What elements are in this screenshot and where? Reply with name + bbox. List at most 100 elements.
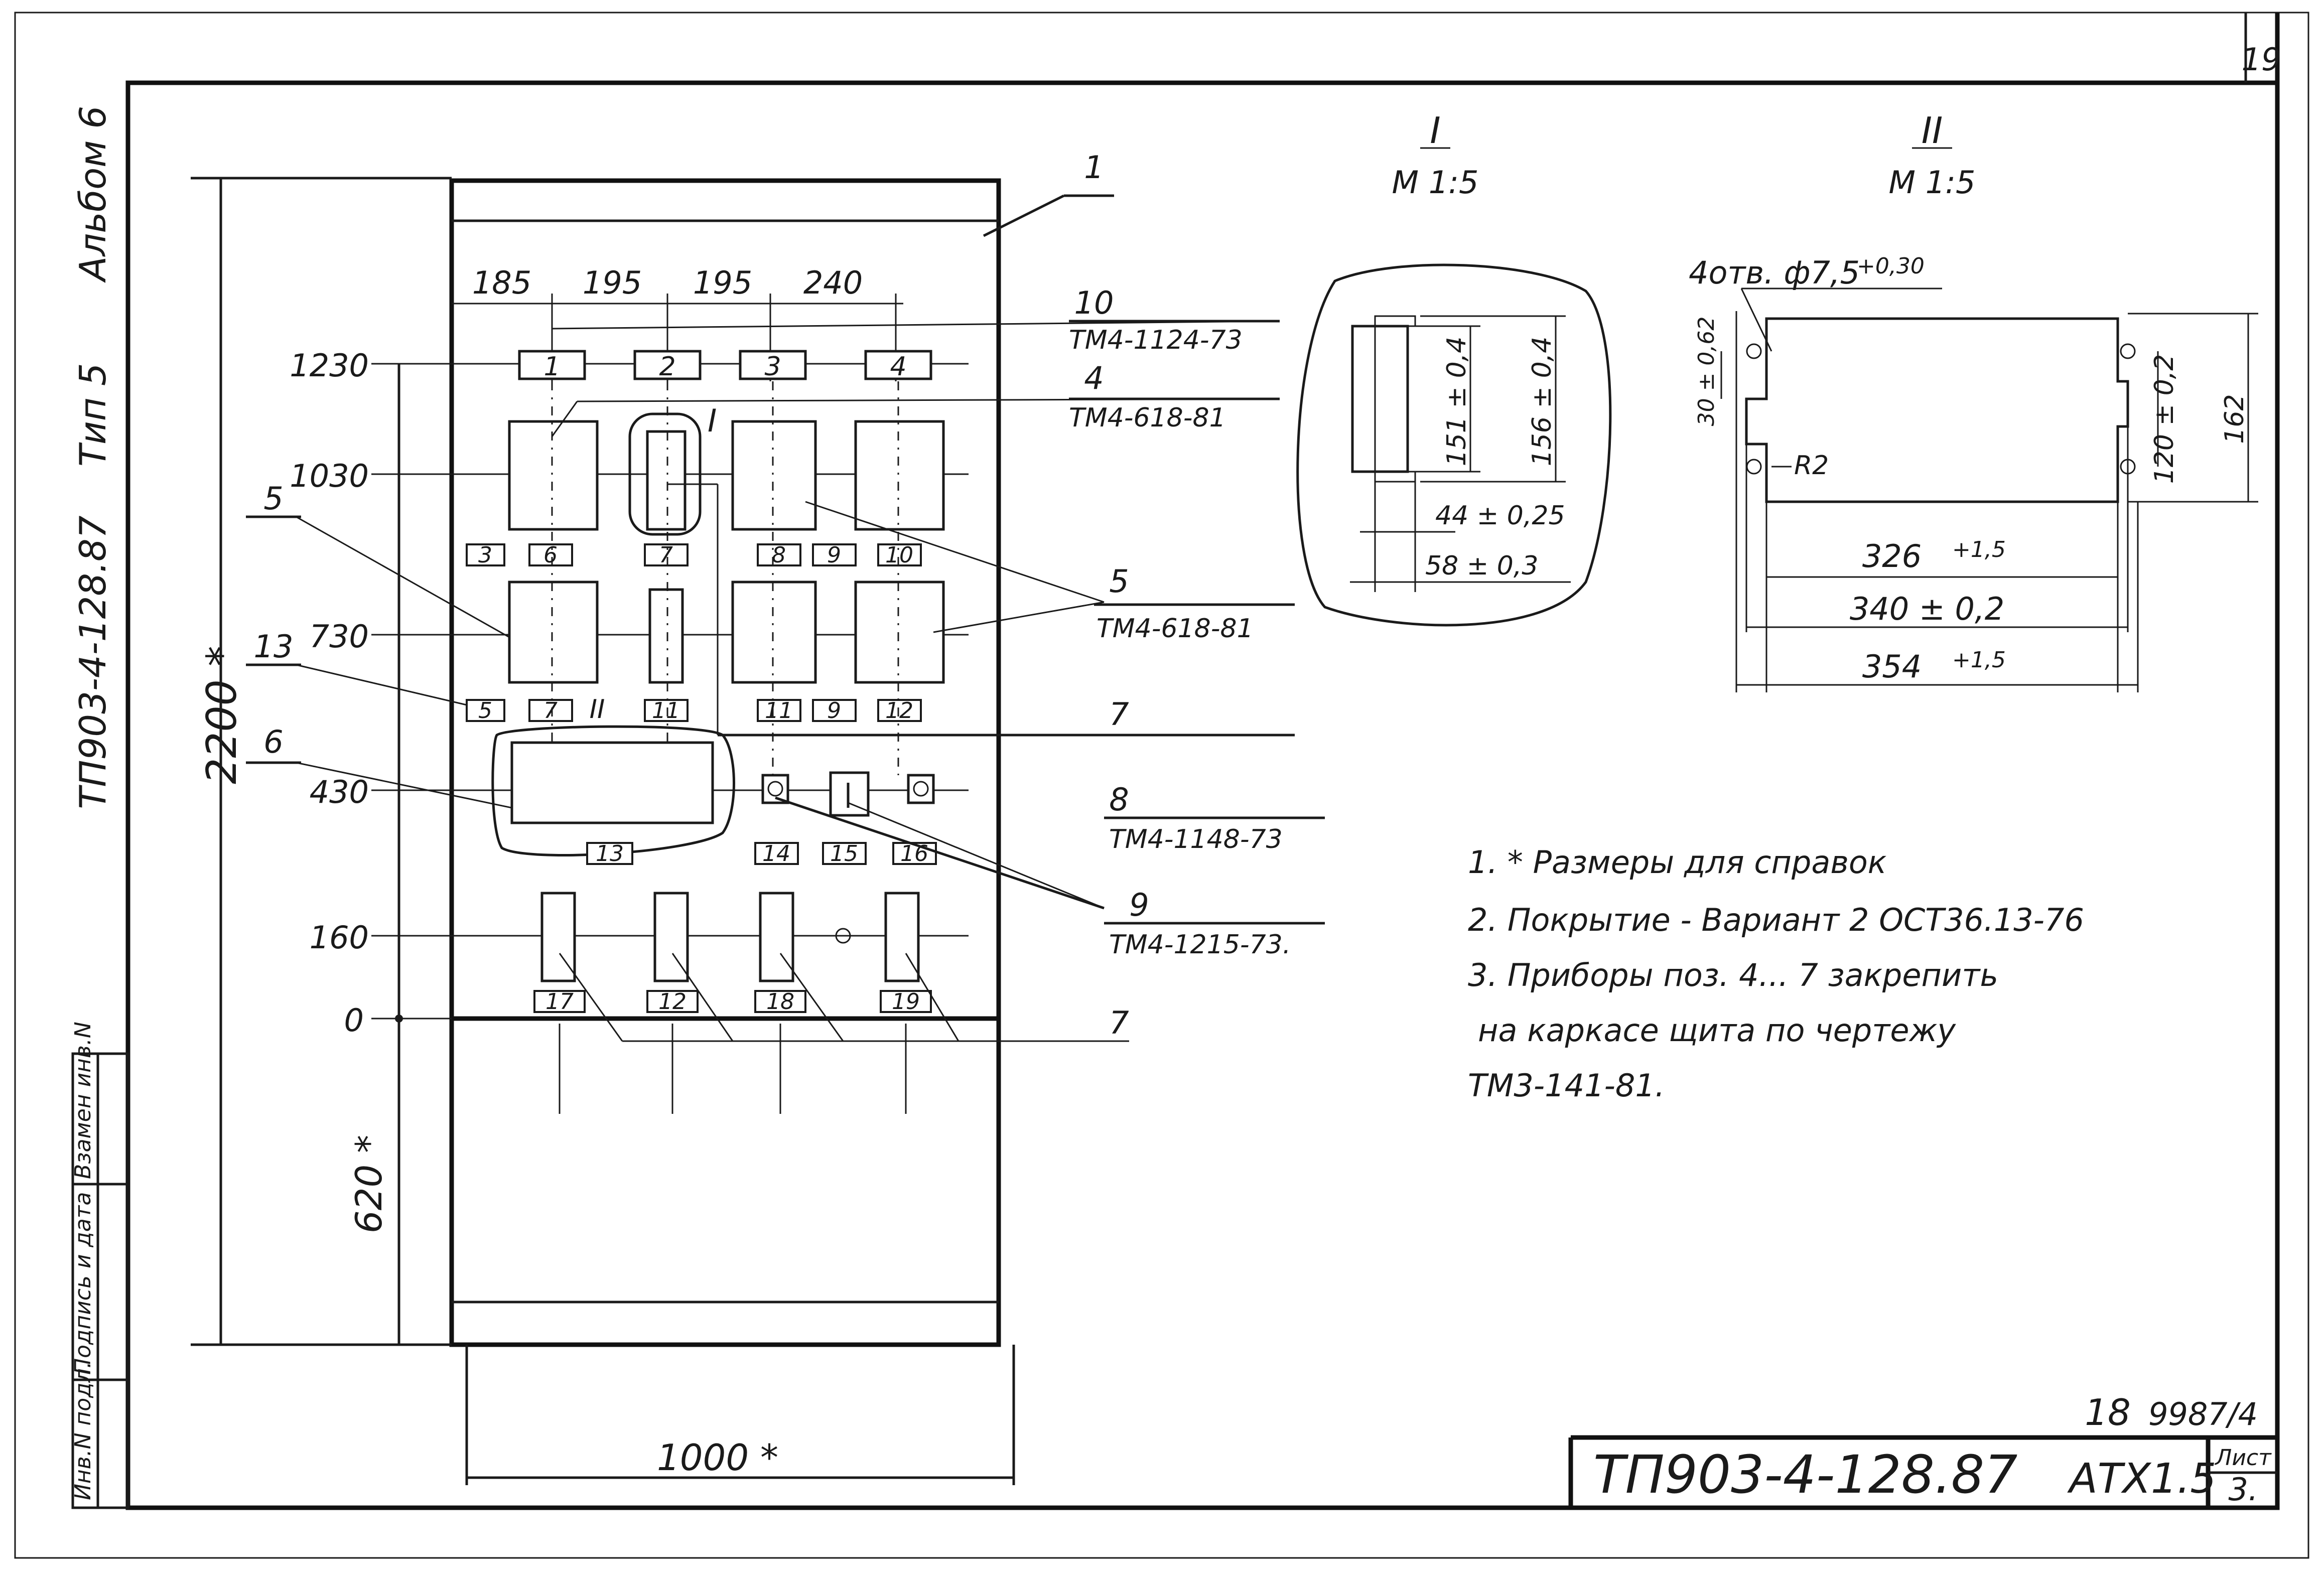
tag-label: 10 — [885, 542, 913, 568]
view-II-part — [1720, 287, 2258, 692]
title-block — [1568, 1435, 2277, 1508]
view-II-dim: 326 — [1862, 538, 1922, 574]
note-line: на каркасе щита по чертежу — [1478, 1012, 1956, 1049]
tag-label: 3 — [478, 542, 492, 568]
callout-ref: ТМ4-1215-73. — [1109, 930, 1291, 960]
callout-number: 13 — [254, 628, 294, 665]
view-I-dim: 156 ± 0,4 — [1527, 337, 1557, 467]
stamp-sign-label: Подпись и дата — [70, 1192, 96, 1375]
tag-label: 11 — [765, 698, 793, 724]
callout-ref: ТМ4-618-81 — [1097, 614, 1254, 644]
tag-label: 7 — [659, 542, 673, 568]
callout-ref: ТМ4-1124-73 — [1069, 325, 1243, 355]
view-II-radius: R2 — [1794, 451, 1829, 481]
dim-spacing-3: 195 — [693, 264, 752, 301]
dim-height-total: 2200 * — [198, 646, 246, 784]
tag-label: 4 — [890, 352, 906, 382]
tag-label: 14 — [762, 841, 790, 867]
callout-number: 7 — [1109, 1004, 1129, 1041]
view-II-title: II — [1922, 109, 1943, 152]
tag-label: 15 — [830, 841, 858, 867]
view-I-dim: 44 ± 0,25 — [1435, 501, 1565, 531]
sheet-label: Лист — [2214, 1445, 2272, 1471]
album-label: Альбом 6 — [72, 106, 114, 283]
view-II-holes-tolerance: +0,30 — [1857, 253, 1925, 279]
label-row-1 — [518, 350, 932, 380]
sheet-number: 3. — [2228, 1471, 2258, 1508]
view-I-dim: 58 ± 0,3 — [1425, 551, 1539, 581]
view-I-dim: 151 ± 0,4 — [1442, 337, 1472, 467]
tag-label: 19 — [892, 989, 920, 1015]
level-label: 730 — [310, 618, 369, 655]
archive-code: 9987/4 — [2148, 1396, 2258, 1432]
tag-label: 9 — [827, 698, 841, 724]
tag-label: 7 — [543, 698, 558, 724]
callout-number: 7 — [1109, 696, 1129, 733]
callout-number: 9 — [1129, 887, 1149, 923]
view-II-scale: М 1:5 — [1889, 164, 1976, 201]
view-I-outline — [1296, 263, 1612, 627]
tag-label: 18 — [766, 989, 794, 1015]
tag-label: 13 — [596, 841, 624, 867]
level-label: 1030 — [290, 458, 369, 494]
view-II-tolerance: +1,5 — [1952, 647, 2006, 673]
dim-bottom-height: 620 * — [348, 1135, 390, 1233]
callout-number: 4 — [1084, 360, 1104, 396]
tag-label: 1 — [543, 352, 560, 382]
callout-ref: ТМ4-618-81 — [1069, 403, 1226, 433]
corner-page-number: 19 — [2242, 41, 2281, 78]
tag-label: 17 — [545, 989, 574, 1015]
view-marker-II: II — [590, 694, 605, 725]
tag-label: 11 — [652, 698, 680, 724]
level-label: 0 — [344, 1002, 364, 1039]
view-II-dim: 340 ± 0,2 — [1850, 591, 2004, 627]
note-line: 3. Приборы поз. 4... 7 закрепить — [1468, 957, 1998, 993]
album-label: Тип 5 — [72, 363, 114, 467]
callout-number: 10 — [1074, 284, 1114, 321]
vertical-doc-code: ТП903-4-128.87 — [72, 515, 114, 809]
instrument-row-730 — [508, 581, 945, 684]
tag-label: 12 — [885, 698, 913, 724]
stamp-inv-label: Инв.N подл. — [70, 1361, 96, 1500]
view-II-dim: 30 ± 0,62 — [1694, 317, 1719, 426]
level-label: 160 — [310, 919, 369, 956]
view-II-dim: 120 ± 0,2 — [2149, 354, 2179, 484]
dim-spacing-1: 185 — [472, 264, 531, 301]
callout-number: 5 — [263, 480, 283, 517]
view-II-tolerance: +1,5 — [1952, 537, 2006, 562]
view-marker-I: I — [708, 402, 717, 439]
callout-number: 6 — [263, 724, 283, 760]
view-II-dim: 354 — [1862, 648, 1922, 685]
dim-spacing-4: 240 — [803, 264, 863, 301]
tag-row-2 — [466, 543, 922, 566]
level-label: 1230 — [290, 347, 369, 384]
title-doc-code: ТП903-4-128.87 — [1593, 1444, 2017, 1505]
view-II-holes: 4отв. ф7,5 — [1689, 254, 1860, 291]
callout-ref: ТМ4-1148-73 — [1109, 824, 1283, 854]
note-line: 2. Покрытие - Вариант 2 ОСТ36.13-76 — [1468, 902, 2084, 938]
panel-outline — [449, 178, 1001, 1347]
dim-width-total: 1000 * — [657, 1436, 778, 1479]
tag-label: 12 — [658, 989, 687, 1015]
callout-number: 5 — [1109, 563, 1129, 600]
tag-row-4 — [586, 842, 937, 865]
tag-label: 8 — [772, 542, 786, 568]
level-label: 430 — [310, 774, 369, 810]
tag-label: 3 — [764, 352, 781, 382]
archive-number: 18 — [2085, 1391, 2131, 1433]
stamp-replace-label: Взамен инв.N — [70, 1022, 96, 1179]
approval-stamp — [71, 1052, 129, 1509]
callout-number: 8 — [1109, 781, 1129, 818]
tag-label: 6 — [543, 542, 558, 568]
tag-row-3 — [466, 699, 922, 722]
dim-spacing-2: 195 — [583, 264, 642, 301]
tag-label: 2 — [659, 352, 675, 382]
center-lines — [551, 381, 907, 1114]
note-line: 1. * Размеры для справок — [1468, 844, 1887, 881]
title-drawing-code: АТХ1.5 — [2067, 1455, 2217, 1503]
tag-row-5 — [533, 990, 932, 1013]
tag-label: 5 — [478, 698, 492, 724]
view-I-title: I — [1430, 109, 1440, 152]
sheet-frame — [14, 12, 2309, 1559]
